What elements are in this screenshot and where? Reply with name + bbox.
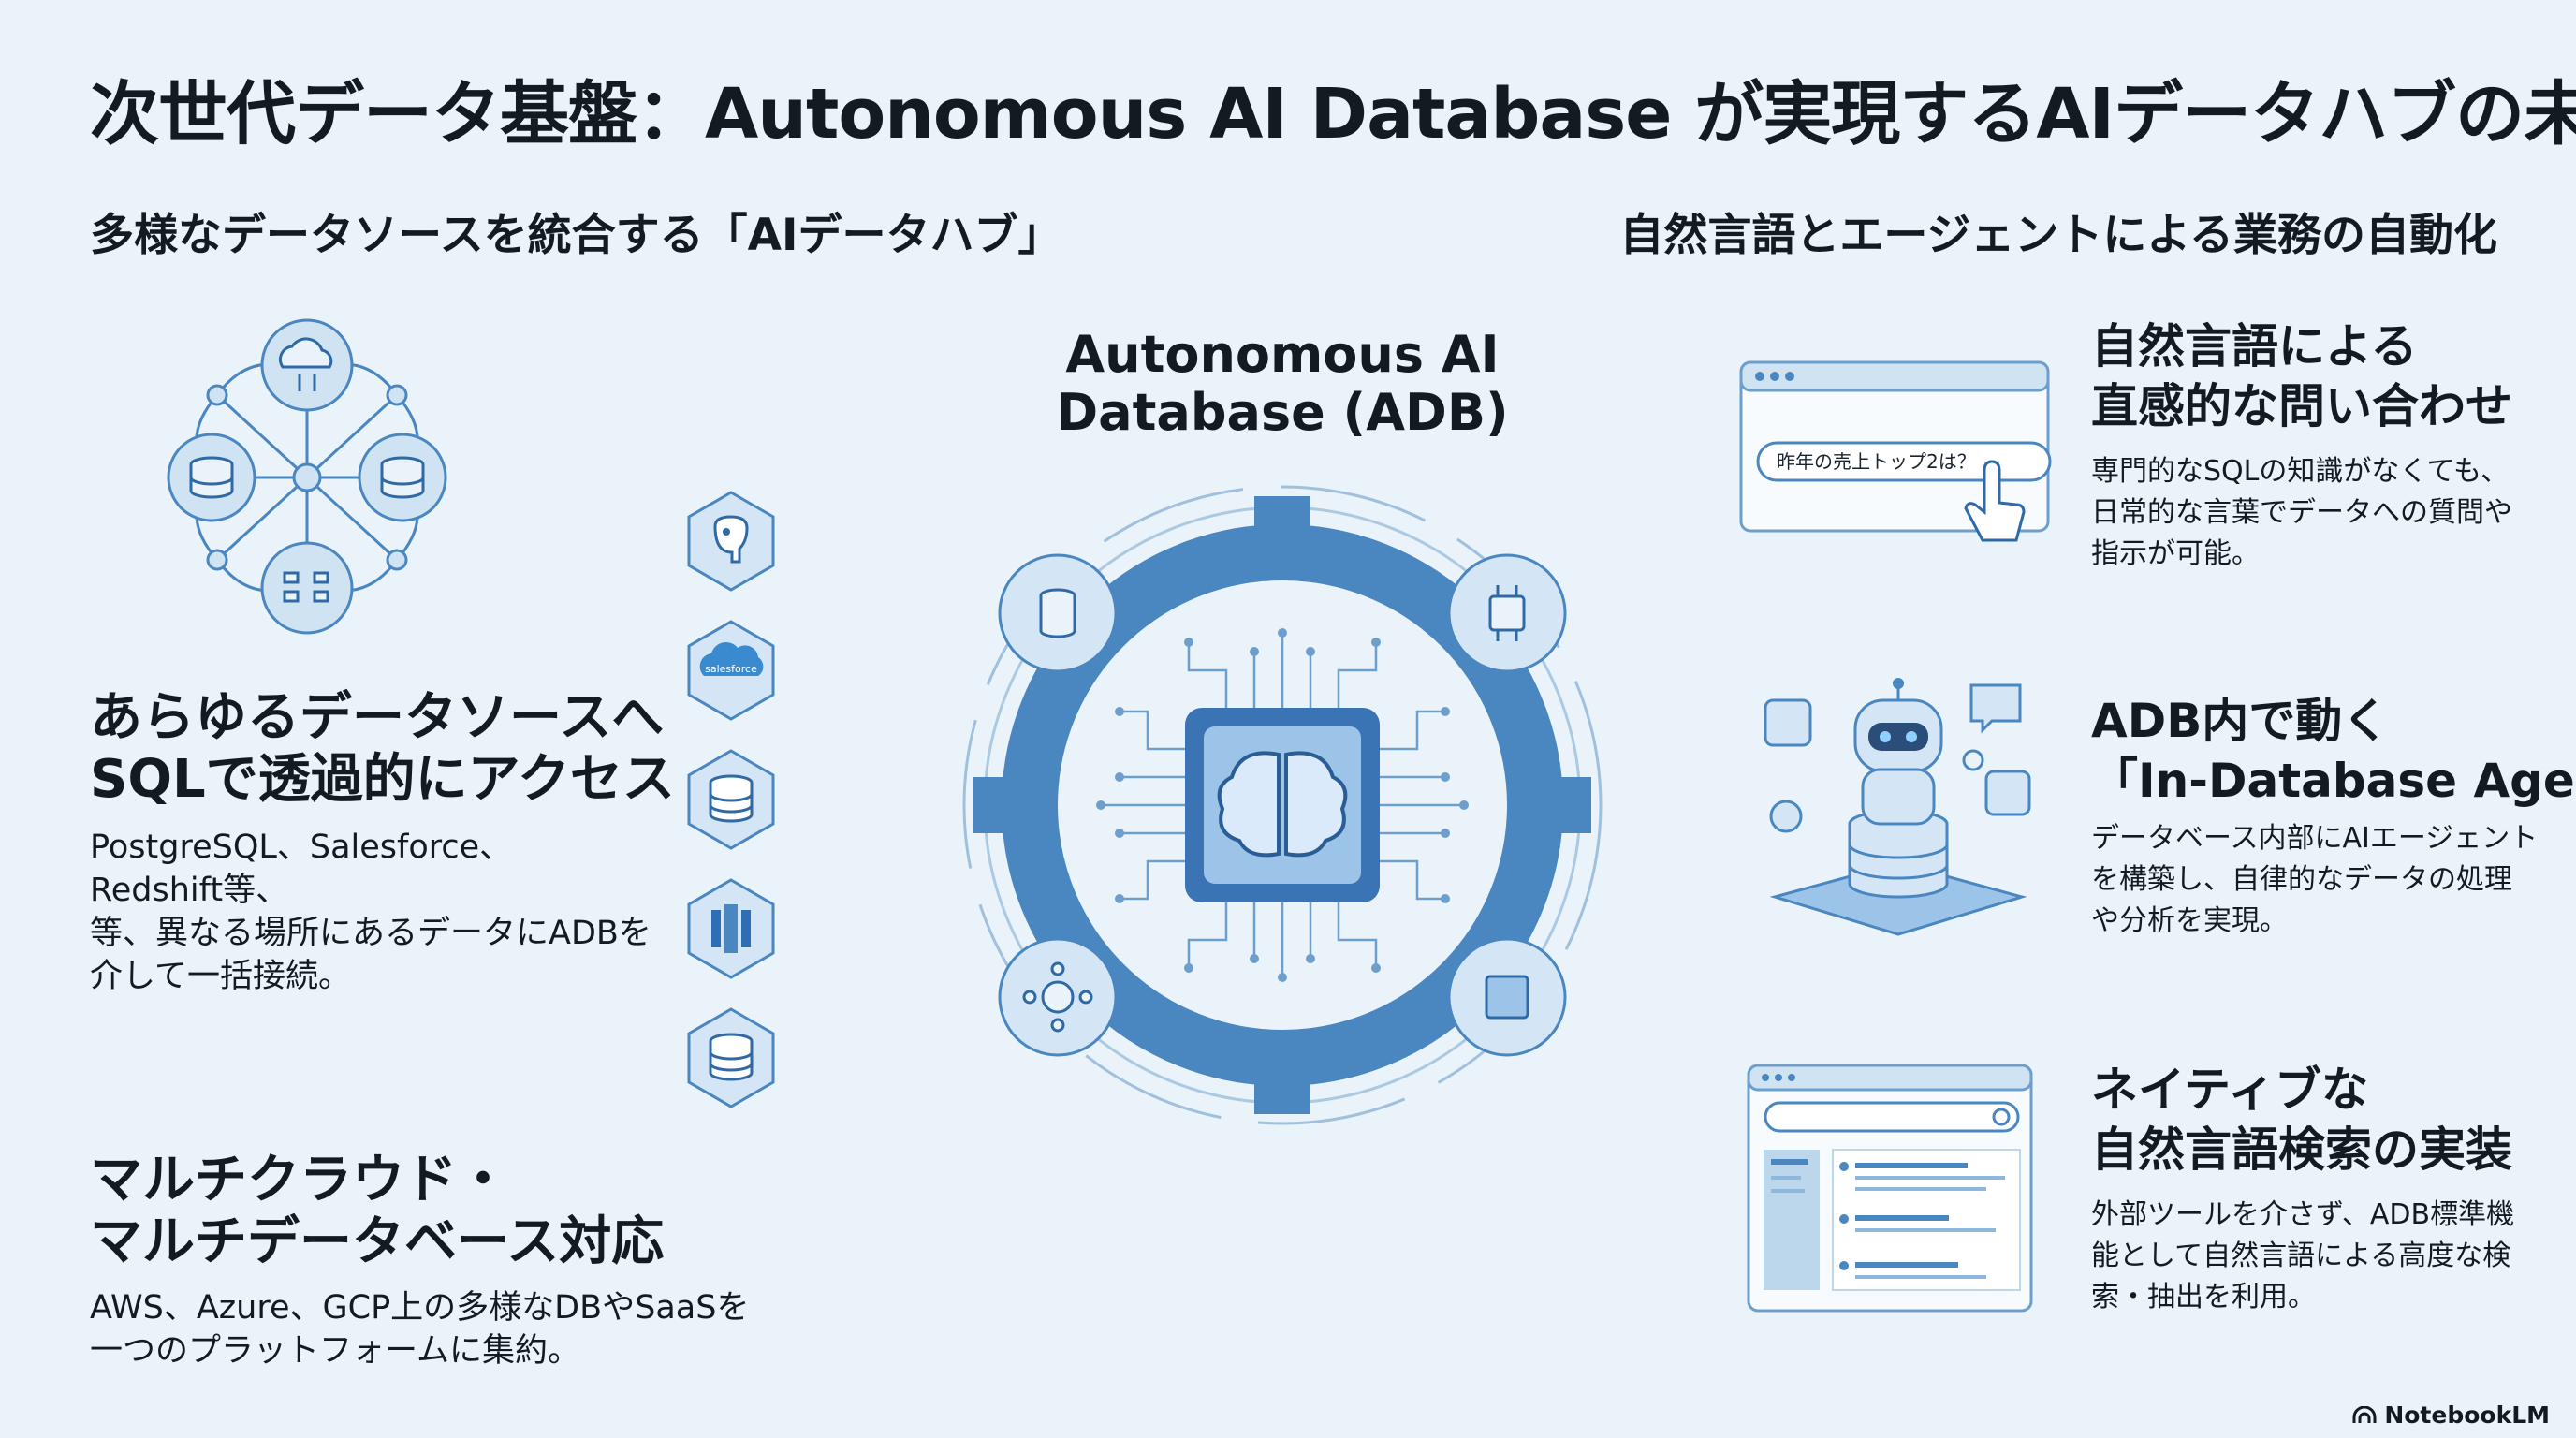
svg-text:salesforce: salesforce (705, 663, 757, 675)
svg-text:昨年の売上トップ2は？: 昨年の売上トップ2は？ (1777, 450, 1976, 473)
any-source-body: PostgreSQL、Salesforce、 Redshift等、 等、異なる場… (90, 829, 651, 995)
notebooklm-icon (2352, 1405, 2377, 1423)
multicloud-body: AWS、Azure、GCP上の多様なDBやSaaSを 一つのプラットフォームに集… (90, 1289, 750, 1370)
database-icon (709, 1033, 754, 1081)
any-source-title: あらゆるデータソースへ SQLで透過的にアクセス (90, 687, 675, 810)
chat-window-illustration: 昨年の売上トップ2は？ (1739, 360, 2052, 542)
page-title: 次世代データ基盤：Autonomous AI Database が実現するAIデ… (90, 74, 2576, 154)
search-icon (1992, 1108, 2011, 1126)
database-icon (709, 774, 754, 823)
adb-title: Autonomous AI Database (ADB) (1056, 325, 1509, 442)
left-section-heading: 多様なデータソースを統合する「AIデータハブ」 (90, 210, 1062, 261)
agent-body: データベース内部にAIエージェント を構築し、自律的なデータの処理 や分析を実現… (2091, 822, 2539, 937)
notebooklm-logo: NotebookLM (2352, 1401, 2550, 1429)
adb-hub-illustration (962, 485, 1603, 1125)
ai-chip-icon (1185, 708, 1380, 902)
postgresql-icon (713, 515, 749, 564)
agent-title: ADB内で動く 「In-Database Agent」 (2091, 694, 2576, 808)
nl-query-body: 専門的なSQLの知識がなくても、 日常的な言葉でデータへの質問や 指示が可能。 (2091, 455, 2512, 570)
multicloud-title: マルチクラウド・ マルチデータベース対応 (90, 1150, 665, 1272)
data-source-icons: salesforce (687, 491, 775, 1108)
right-section-heading: 自然言語とエージェントによる業務の自動化 (1619, 210, 2497, 261)
search-window-illustration (1747, 1064, 2033, 1313)
redshift-icon (711, 904, 751, 953)
data-network-icon (167, 318, 447, 635)
native-search-body: 外部ツールを介さず、ADB標準機 能として自然言語による高度な検 索・抽出を利用… (2091, 1198, 2515, 1313)
nl-query-title: 自然言語による 直感的な問い合わせ (2091, 319, 2512, 433)
pointer-hand-icon (1964, 460, 2026, 542)
salesforce-icon: salesforce (699, 641, 764, 676)
native-search-title: ネイティブな 自然言語検索の実装 (2091, 1063, 2512, 1177)
agent-robot-illustration (1764, 678, 2031, 936)
